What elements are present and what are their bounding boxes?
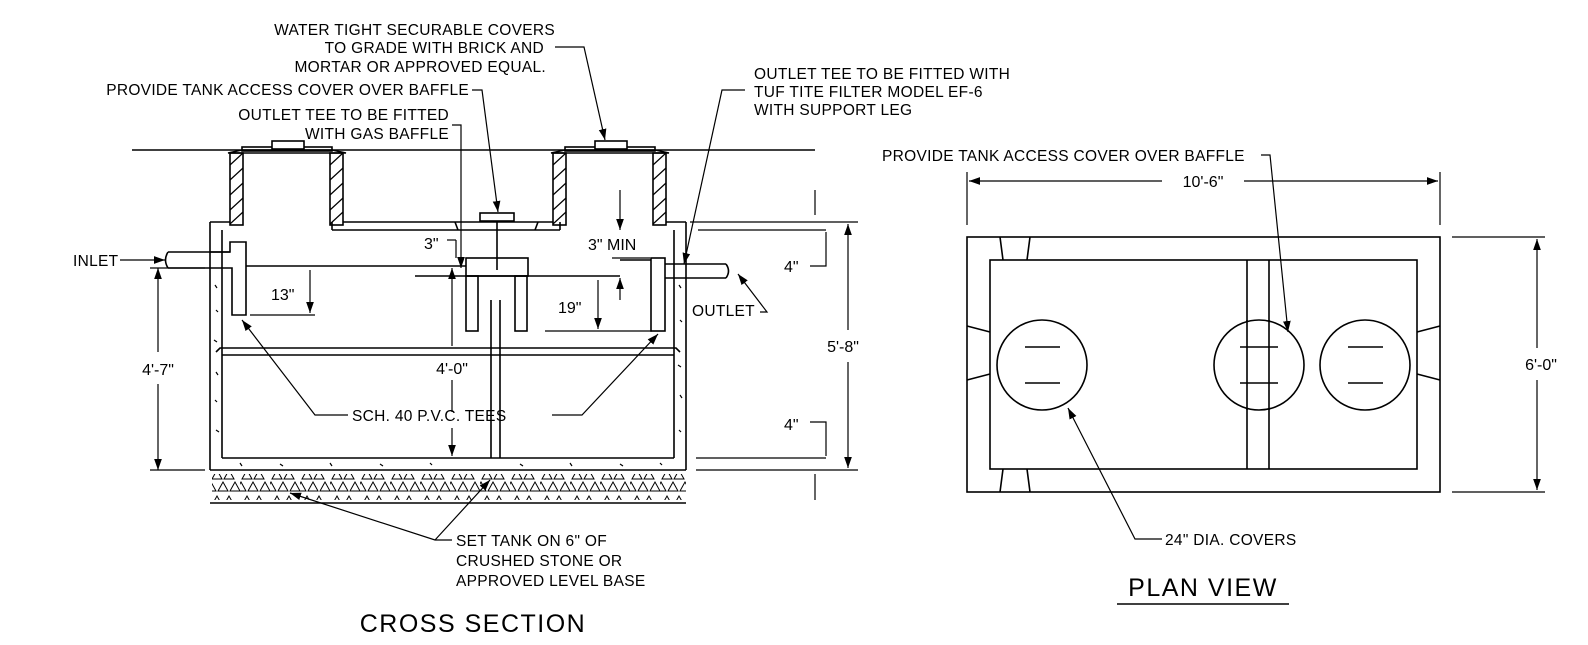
note-inlet: INLET: [73, 253, 119, 270]
dim-inlet-drop: [250, 270, 315, 316]
note-access-cover: PROVIDE TANK ACCESS COVER OVER BAFFLE: [106, 82, 469, 99]
left-brick-riser: [227, 140, 347, 226]
dim-liquid-depth-label: 4'-0": [436, 361, 468, 378]
note-gas-baffle-line2: WITH GAS BAFFLE: [305, 126, 449, 143]
dim-outlet-tee-depth: [545, 280, 652, 332]
dim-bottom-thickness-label: 4": [784, 417, 799, 434]
baffle-access-cover: [479, 212, 515, 222]
plan-cover-baffle: [1213, 319, 1305, 411]
plan-view-title: PLAN VIEW: [1128, 574, 1278, 602]
dim-bottom-thickness: [696, 421, 827, 500]
dim-plan-width: [1452, 236, 1545, 493]
plan-inner-wall: [989, 259, 1418, 470]
dim-outlet-gap: [612, 190, 650, 300]
plan-cover-left: [996, 319, 1088, 411]
note-gas-baffle-line1: OUTLET TEE TO BE FITTED: [238, 107, 449, 124]
note-outlet: OUTLET: [692, 303, 755, 320]
note-plan-access-cover: PROVIDE TANK ACCESS COVER OVER BAFFLE: [882, 148, 1245, 165]
note-base-line1: SET TANK ON 6" OF: [456, 533, 607, 550]
plan-cover-right: [1319, 319, 1411, 411]
dim-baffle-gap-label: 3": [424, 236, 439, 253]
dim-plan-width-label: 6'-0": [1525, 357, 1557, 374]
dim-outlet-tee-depth-label: 19": [558, 300, 581, 317]
dim-plan-length: [966, 172, 1441, 225]
plan-view: 10'-6" 6'-0" PROVIDE TANK ACCESS COVER O…: [882, 148, 1557, 605]
note-filter-line2: TUF TITE FILTER MODEL EF-6: [754, 84, 983, 101]
note-plan-covers: 24" DIA. COVERS: [1165, 532, 1296, 549]
cross-section-view: 4'-7" 13" 3" 4'-0" 3" MIN: [73, 22, 1010, 638]
dim-inlet-height: [150, 267, 205, 471]
cross-section-title: CROSS SECTION: [360, 610, 586, 638]
dim-overall-height-label: 5'-8": [827, 339, 859, 356]
note-filter-line1: OUTLET TEE TO BE FITTED WITH: [754, 66, 1010, 83]
dim-plan-length-label: 10'-6": [1183, 174, 1224, 191]
dim-overall-height: [690, 221, 858, 471]
tank-lid: [210, 212, 686, 231]
dim-baffle-gap: [447, 239, 457, 346]
note-covers-line2: TO GRADE WITH BRICK AND: [325, 40, 544, 57]
tank-walls: [209, 222, 687, 471]
dim-inlet-drop-label: 13": [271, 287, 294, 304]
left-cover-handle: [271, 140, 305, 150]
dim-inlet-height-label: 4'-7": [142, 362, 174, 379]
crushed-stone-base: [210, 474, 686, 504]
dim-top-thickness: [698, 190, 827, 267]
note-base-line3: APPROVED LEVEL BASE: [456, 573, 645, 590]
plan-outer-wall: [966, 236, 1441, 493]
right-brick-riser: [550, 140, 670, 226]
note-covers-line3: MORTAR OR APPROVED EQUAL.: [294, 59, 546, 76]
note-leaders: [120, 46, 769, 541]
note-filter-line3: WITH SUPPORT LEG: [754, 102, 912, 119]
right-cover-handle: [594, 140, 628, 150]
note-covers-line1: WATER TIGHT SECURABLE COVERS: [274, 22, 555, 39]
note-pvc-tees: SCH. 40 P.V.C. TEES: [352, 408, 506, 425]
outlet-tee: [620, 257, 730, 332]
inlet-pipe: [164, 241, 247, 316]
dim-top-thickness-label: 4": [784, 259, 799, 276]
dim-outlet-gap-label: 3" MIN: [588, 237, 636, 254]
note-base-line2: CRUSHED STONE OR: [456, 553, 622, 570]
